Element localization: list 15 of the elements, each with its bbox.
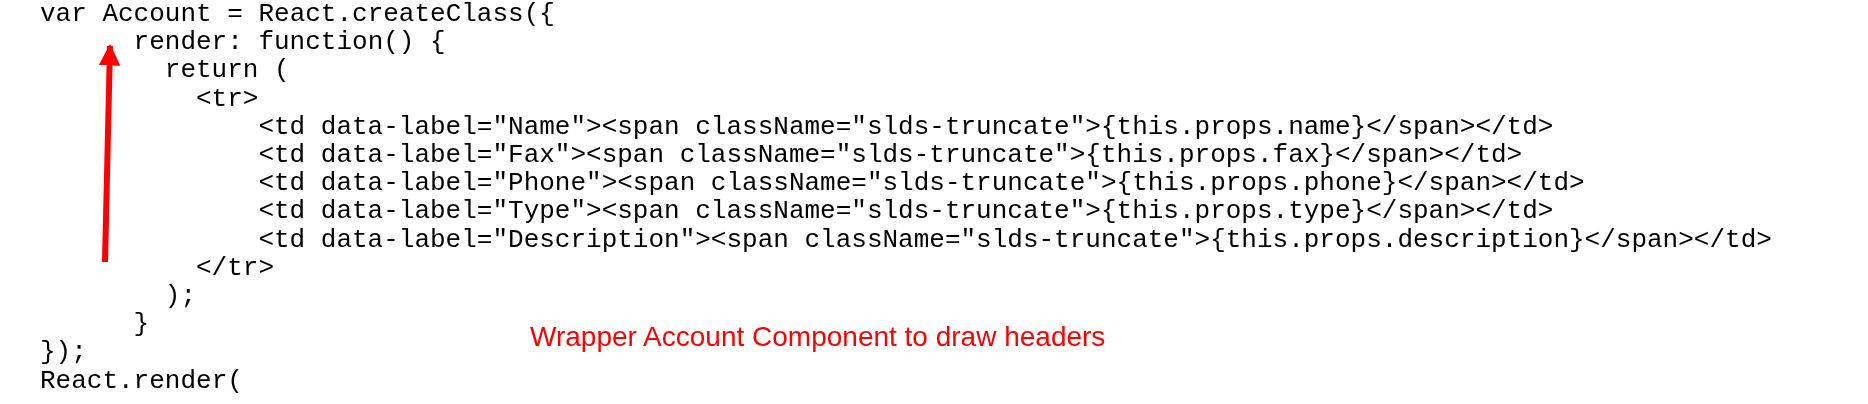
- code-line: React.render(: [40, 366, 243, 395]
- code-line: <td data-label="Type"><span className="slds-truncate">{this.props.type}</span></td>: [258, 197, 1554, 226]
- code-line: var Account = React.createClass({: [40, 0, 555, 29]
- code-line: render: function() {: [133, 28, 446, 57]
- annotation-text: Wrapper Account Component to draw headers: [530, 320, 1106, 354]
- code-line: }: [133, 310, 150, 339]
- code-line: <td data-label="Name"><span className="slds-truncate">{this.props.name}</span></td>: [258, 112, 1554, 141]
- code-line: });: [40, 338, 87, 367]
- code-line: <td data-label="Phone"><span className="slds-truncate">{this.props.phone}</span></td>: [258, 169, 1585, 198]
- code-line: );: [164, 282, 196, 311]
- code-line: </tr>: [196, 253, 274, 282]
- code-line: return (: [164, 56, 290, 85]
- code-line: <td data-label="Description"><span className="slds-truncate">{this.props.description}</span></td>: [258, 225, 1772, 254]
- code-line: <tr>: [196, 84, 259, 113]
- code-line: <td data-label="Fax"><span className="slds-truncate">{this.props.fax}</span></td>: [258, 141, 1523, 170]
